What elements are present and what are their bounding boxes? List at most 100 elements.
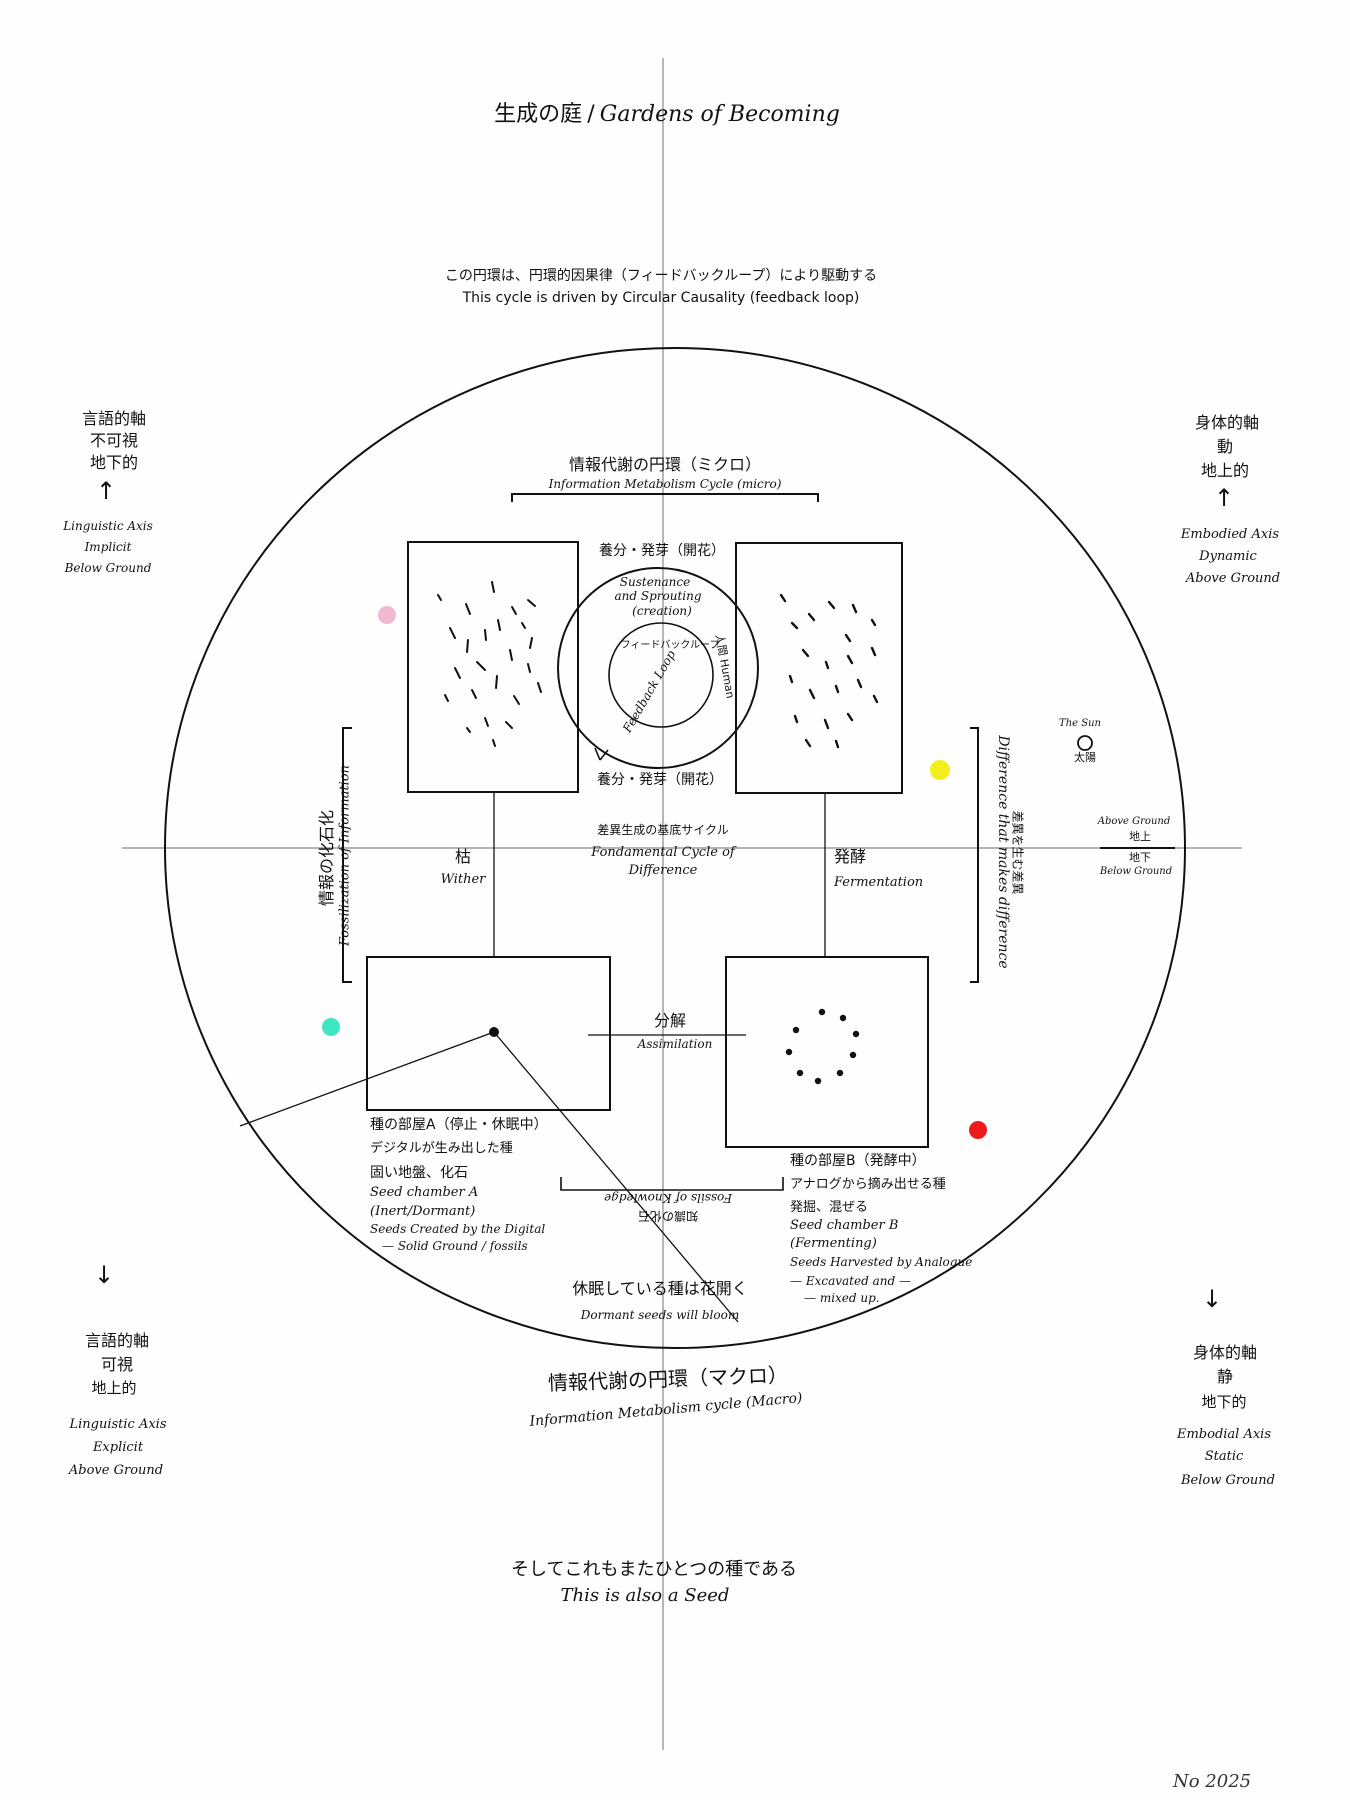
box-seed-chamber-b [725, 956, 929, 1148]
seed-note-jp: そしてこれもまたひとつの種である [510, 1559, 798, 1580]
bl-axis-en1: Linguistic Axis [69, 1417, 167, 1432]
tr-axis-en3: Above Ground [1185, 571, 1281, 586]
cycle-note-en: This cycle is driven by Circular Causali… [462, 290, 860, 306]
assimilation-jp: 分解 [653, 1011, 687, 1030]
chamber-a-en1: Seed chamber A [370, 1185, 479, 1200]
title-separator: / [587, 102, 595, 127]
yellow-dot [930, 760, 950, 780]
chamber-b-en3: Seeds Harvested by Analogue [790, 1255, 973, 1269]
tr-axis-jp2: 動 [1216, 437, 1234, 456]
tl-axis-jp2: 不可視 [89, 431, 139, 450]
micro-cycle-bracket [511, 493, 819, 502]
seed-dot [489, 1027, 499, 1037]
page-title: 生成の庭 / Gardens of Becoming [494, 102, 840, 127]
tr-axis-en1: Embodied Axis [1180, 527, 1280, 542]
sustenance-en-line3: (creation) [632, 604, 692, 618]
pink-dot [378, 606, 396, 624]
box-top-left [407, 541, 579, 793]
title-jp: 生成の庭 [494, 102, 583, 127]
fundamental-en-line1: Fondamental Cycle of [591, 845, 735, 860]
seed-ring [785, 1008, 860, 1085]
chamber-a-en4: — Solid Ground / fossils [382, 1239, 528, 1253]
tl-axis-en3: Below Ground [64, 561, 152, 575]
mirrored-jp: 知識の化石 [637, 1208, 699, 1223]
tl-up-arrow-icon: ↑ [95, 477, 117, 505]
tl-axis-en2: Implicit [84, 540, 132, 554]
seed-note-en: This is also a Seed [560, 1585, 730, 1606]
ground-below-jp: 地下 [1129, 851, 1151, 864]
chamber-a-en3: Seeds Created by the Digital [370, 1222, 546, 1236]
fossilization-jp: 情報の化石化 [317, 810, 336, 907]
fundamental-en-line2: Difference [628, 863, 698, 878]
mirrored-en: Fossils of Knowledge [604, 1190, 732, 1205]
chamber-b-text: 種の部屋B（発酵中） アナログから摘み出せる種 発掘、混ぜる Seed cham… [790, 1150, 972, 1305]
macro-cycle-circle [164, 347, 1186, 1349]
wither-en: Wither [440, 872, 486, 887]
chamber-a-jp2: デジタルが生み出した種 [370, 1141, 513, 1156]
fossilization-en: Fossilization of Information [337, 764, 353, 947]
sun-icon [1077, 735, 1093, 751]
chamber-a-jp3: 固い地盤、化石 [370, 1165, 468, 1181]
bl-axis-jp3: 地上的 [91, 1379, 137, 1397]
br-axis-en3: Below Ground [1181, 1473, 1275, 1488]
sun-jp: 太陽 [1074, 751, 1096, 764]
fermentation-jp: 発酵 [834, 847, 867, 866]
difference-jp: 差異を生む差異 [1010, 810, 1025, 895]
teal-dot [322, 1018, 340, 1036]
chamber-a-en2: (Inert/Dormant) [370, 1204, 476, 1219]
feedback-jp: フィードバックループ [620, 640, 720, 651]
sustenance-en-line2: and Sprouting [614, 589, 702, 603]
tl-axis-jp3: 地下的 [89, 453, 139, 472]
tr-axis-jp1: 身体的軸 [1194, 413, 1260, 432]
fermentation-en: Fermentation [834, 875, 924, 890]
tr-axis-jp3: 地上的 [1200, 461, 1250, 480]
chamber-b-en2: (Fermenting) [790, 1236, 877, 1251]
ground-above-jp: 地上 [1129, 830, 1151, 843]
br-axis-jp2: 静 [1216, 1367, 1234, 1386]
br-axis-jp1: 身体的軸 [1192, 1343, 1258, 1362]
dormant-en: Dormant seeds will bloom [580, 1308, 740, 1322]
br-axis-jp3: 地下的 [1201, 1393, 1247, 1411]
tl-axis-jp1: 言語的軸 [81, 409, 147, 428]
bl-axis-jp1: 言語的軸 [84, 1331, 150, 1350]
micro-cycle-jp: 情報代謝の円環（ミクロ） [568, 455, 762, 474]
sustenance-top-jp: 養分・発芽（開花） [599, 543, 725, 559]
seed-pointer-line-left [239, 1031, 495, 1127]
cycle-note-jp: この円環は、円環的因果律（フィードバックループ）により駆動する [444, 268, 878, 284]
bl-axis-jp2: 可視 [100, 1355, 134, 1374]
drawing-number: No 2025 [1173, 1771, 1252, 1792]
wither-jp: 枯 [454, 847, 472, 866]
chamber-b-en1: Seed chamber B [790, 1218, 899, 1233]
br-down-arrow-icon: ↓ [1201, 1285, 1223, 1313]
scattered-dots [779, 593, 879, 749]
bl-down-arrow-icon: ↓ [93, 1261, 115, 1289]
chamber-a-jp1: 種の部屋A（停止・休眠中） [370, 1117, 548, 1133]
title-en: Gardens of Becoming [599, 102, 840, 127]
chamber-b-jp3: 発掘、混ぜる [790, 1200, 869, 1215]
sustenance-en-line1: Sustenance [619, 575, 691, 589]
bl-axis-en2: Explicit [92, 1440, 144, 1455]
chamber-b-jp2: アナログから摘み出せる種 [790, 1177, 946, 1192]
tr-up-arrow-icon: ↑ [1213, 484, 1235, 512]
tr-axis-en2: Dynamic [1199, 549, 1257, 564]
mirrored-bracket [560, 1177, 784, 1191]
difference-bracket [970, 727, 979, 983]
fundamental-jp: 差異生成の基底サイクル [597, 823, 729, 837]
red-dot [969, 1121, 987, 1139]
chamber-b-jp1: 種の部屋B（発酵中） [790, 1153, 926, 1169]
micro-cycle-en: Information Metabolism Cycle (micro) [548, 477, 782, 491]
chamber-b-en4: — Excavated and — [790, 1274, 911, 1288]
br-axis-en2: Static [1204, 1449, 1244, 1464]
ground-above-en: Above Ground [1097, 816, 1171, 827]
box-seed-chamber-a [366, 956, 611, 1111]
tl-axis-en1: Linguistic Axis [63, 519, 153, 533]
chamber-b-en5: — mixed up. [804, 1291, 880, 1305]
seed-pointer-line-right [493, 1031, 739, 1323]
sustenance-bottom-jp: 養分・発芽（開花） [597, 772, 723, 788]
ground-below-en: Below Ground [1099, 866, 1173, 877]
fossilization-bracket [342, 727, 352, 983]
feedback-loop-inner [608, 622, 714, 728]
sun-en: The Sun [1059, 718, 1101, 729]
